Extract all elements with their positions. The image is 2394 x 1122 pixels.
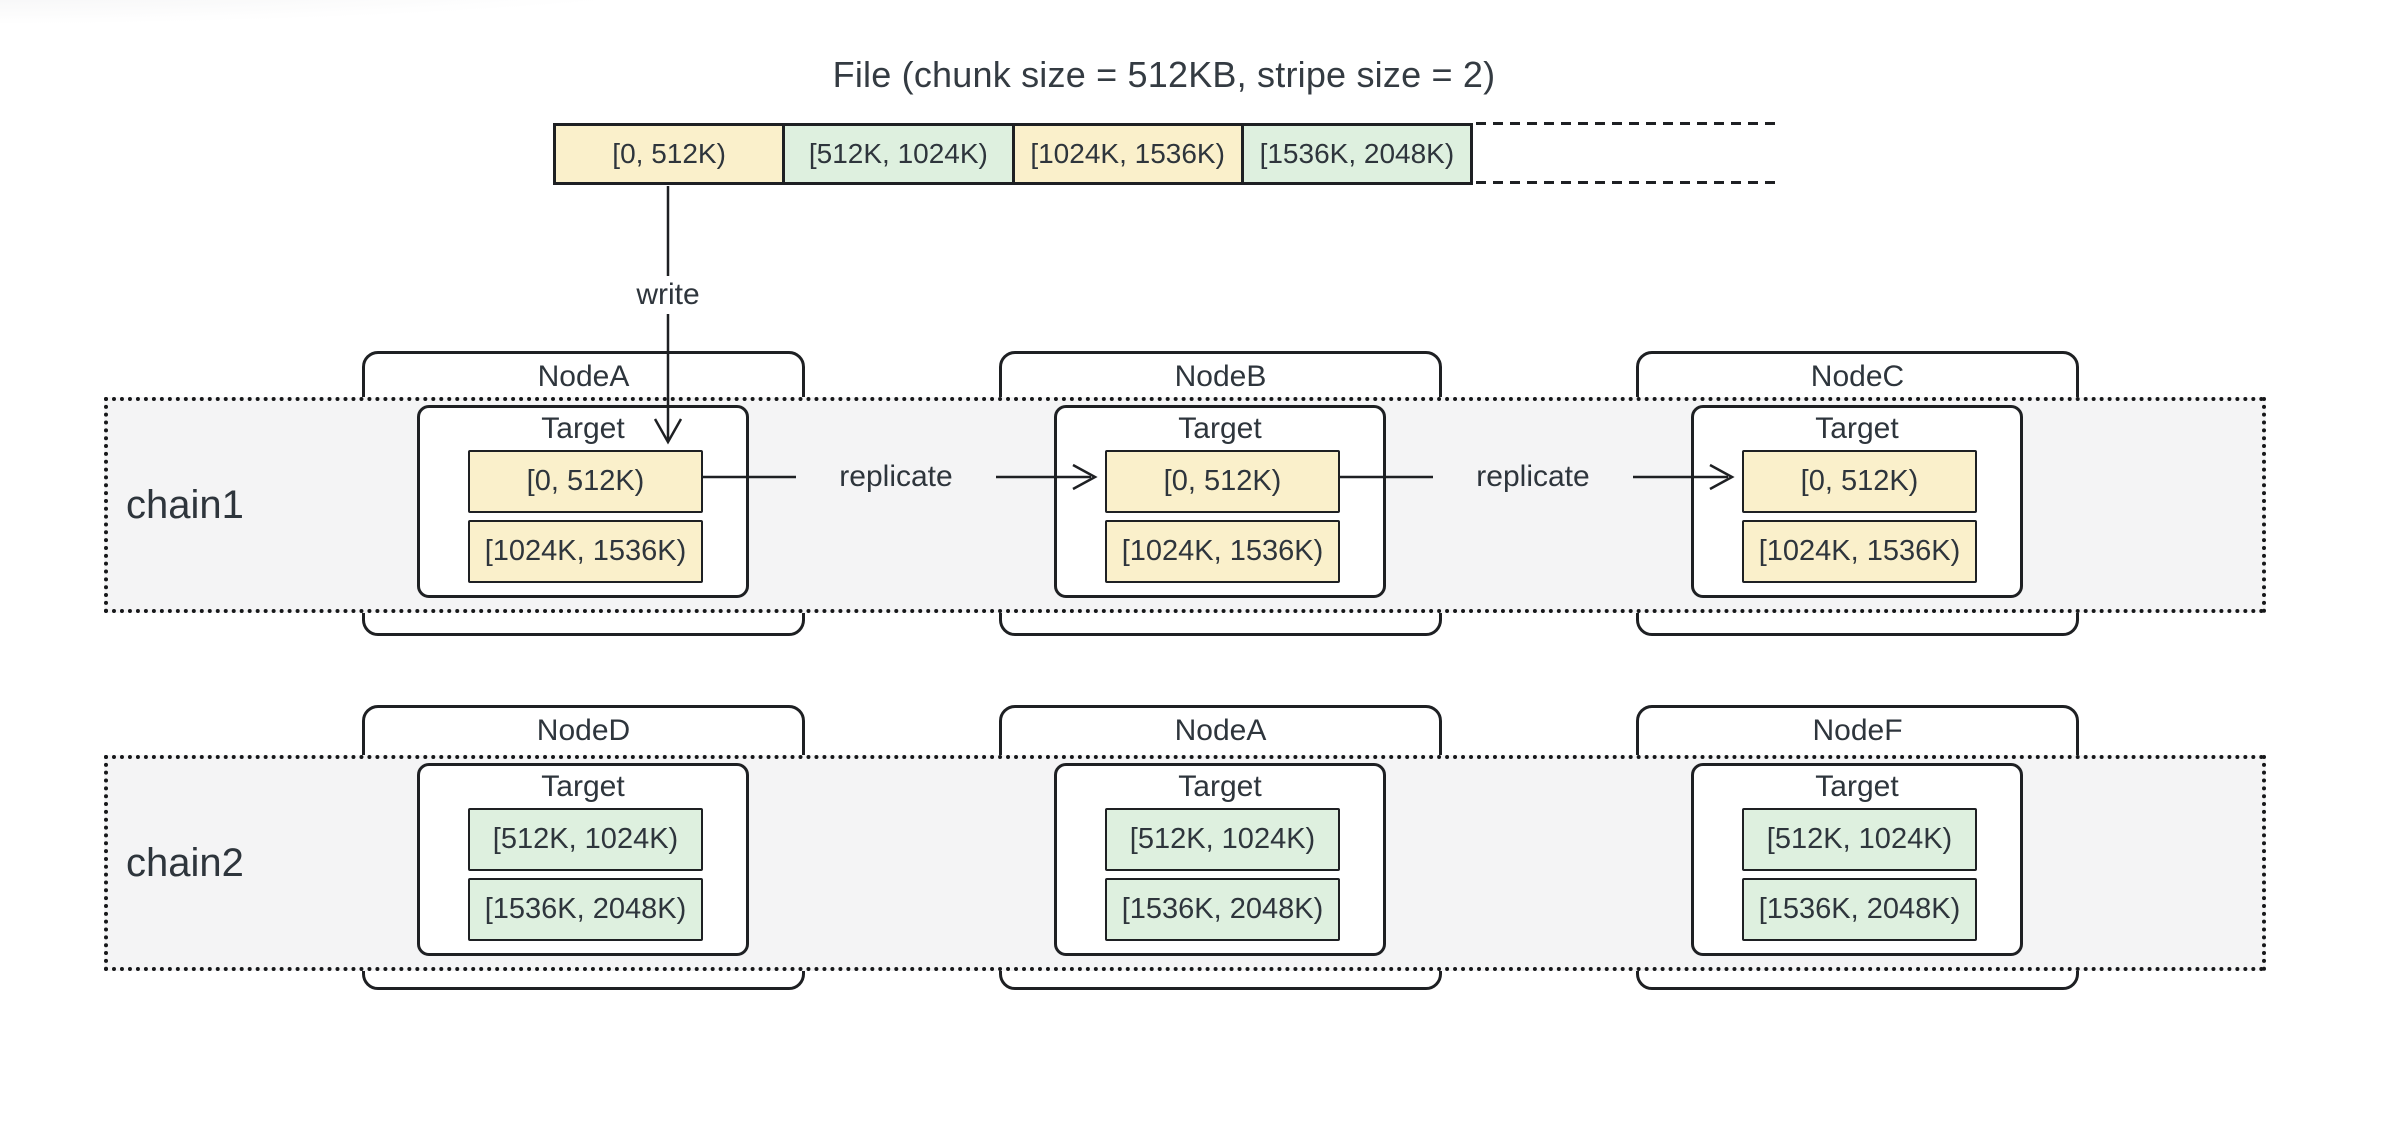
file-chunk-2: [512K, 1024K): [782, 126, 1012, 182]
node-label: NodeA: [1174, 714, 1267, 747]
replicate-label-1: replicate: [796, 458, 996, 496]
target-chunk: [0, 512K): [468, 450, 703, 513]
target-chunk: [1024K, 1536K): [468, 520, 703, 583]
target-box-chain2-nodea: Target [512K, 1024K) [1536K, 2048K): [1054, 763, 1386, 956]
write-arrow: [653, 186, 683, 445]
target-box-chain1-nodeb: Target [0, 512K) [1024K, 1536K): [1054, 405, 1386, 598]
target-box-chain1-nodec: Target [0, 512K) [1024K, 1536K): [1691, 405, 2023, 598]
window-corner-shadow: [0, 0, 1150, 44]
file-chunk-1: [0, 512K): [556, 126, 783, 182]
target-chunk: [512K, 1024K): [1742, 808, 1977, 871]
target-chunk: [1536K, 2048K): [1105, 878, 1340, 941]
target-label: Target: [541, 770, 625, 803]
target-label: Target: [1815, 770, 1899, 803]
node-label: NodeB: [1174, 360, 1267, 393]
write-label: write: [604, 276, 732, 314]
file-continuation-dash-bottom: [1476, 181, 1776, 184]
file-bar: [0, 512K) [512K, 1024K) [1024K, 1536K) […: [553, 123, 1473, 185]
target-box-chain1-nodea: Target [0, 512K) [1024K, 1536K): [417, 405, 749, 598]
target-label: Target: [1178, 770, 1262, 803]
target-label: Target: [1815, 412, 1899, 445]
chain1-label: chain1: [126, 483, 244, 527]
chain2-label: chain2: [126, 841, 244, 885]
target-chunk: [1024K, 1536K): [1105, 520, 1340, 583]
target-chunk: [1024K, 1536K): [1742, 520, 1977, 583]
file-chunk-4: [1536K, 2048K): [1240, 126, 1470, 182]
diagram-title: File (chunk size = 512KB, stripe size = …: [832, 54, 1496, 95]
file-continuation-dash-top: [1476, 122, 1776, 125]
target-label: Target: [541, 412, 625, 445]
target-box-chain2-nodef: Target [512K, 1024K) [1536K, 2048K): [1691, 763, 2023, 956]
file-chunk-3: [1024K, 1536K): [1011, 126, 1241, 182]
node-label: NodeA: [537, 360, 630, 393]
target-label: Target: [1178, 412, 1262, 445]
node-label: NodeC: [1810, 360, 1905, 393]
node-label: NodeF: [1812, 714, 1903, 747]
target-chunk: [512K, 1024K): [468, 808, 703, 871]
target-chunk: [0, 512K): [1105, 450, 1340, 513]
target-chunk: [1536K, 2048K): [1742, 878, 1977, 941]
replicate-label-2: replicate: [1433, 458, 1633, 496]
target-chunk: [512K, 1024K): [1105, 808, 1340, 871]
target-chunk: [1536K, 2048K): [468, 878, 703, 941]
target-chunk: [0, 512K): [1742, 450, 1977, 513]
node-label: NodeD: [536, 714, 631, 747]
target-box-chain2-noded: Target [512K, 1024K) [1536K, 2048K): [417, 763, 749, 956]
